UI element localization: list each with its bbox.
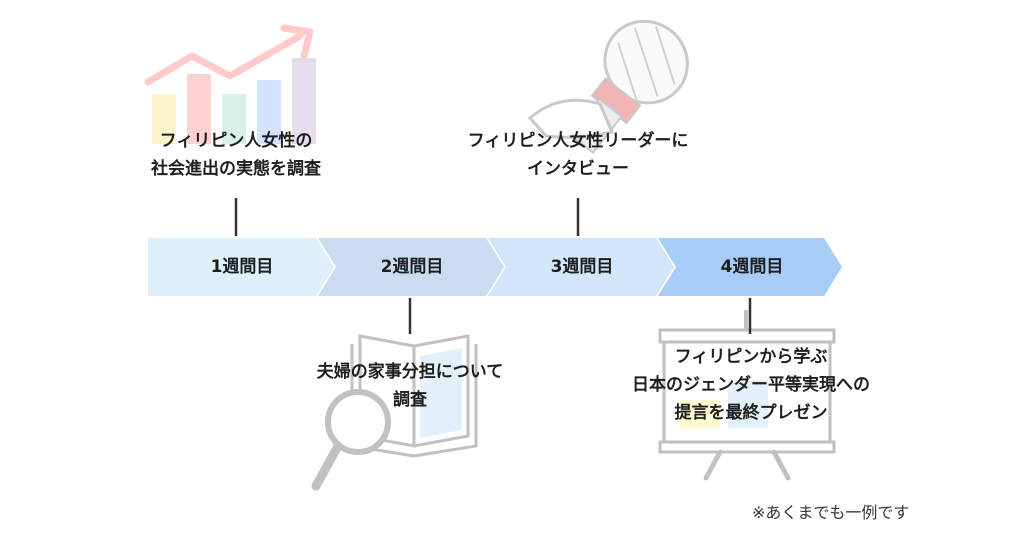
timeline-arrow-week-1 [148, 238, 334, 296]
timeline-arrow-week-4 [658, 238, 842, 296]
task-week-2: 夫婦の家事分担について 調査 [316, 362, 504, 410]
book-magnifier-icon [311, 334, 478, 491]
presentation-board-icon [658, 310, 836, 481]
timeline-arrow-week-2 [318, 238, 504, 296]
task-week-4: フィリピンから学ぶ 日本のジェンダー平等実現への 提言を最終プレゼン [632, 347, 870, 423]
week-label-1: 1週間目 [210, 257, 274, 277]
example-note: ※あくまでも一例です [752, 503, 910, 522]
task-week-1: フィリピン人女性の 社会進出の実態を調査 [151, 131, 321, 179]
timeline-arrow-week-3 [488, 238, 674, 296]
week-label-2: 2週間目 [380, 257, 444, 277]
bar-chart-growth-icon [144, 24, 316, 144]
week-label-4: 4週間目 [720, 257, 784, 277]
task-week-3: フィリピン人女性リーダーに インタビュー [467, 131, 689, 179]
week-label-3: 3週間目 [550, 257, 614, 277]
microphone-icon [527, 19, 689, 155]
